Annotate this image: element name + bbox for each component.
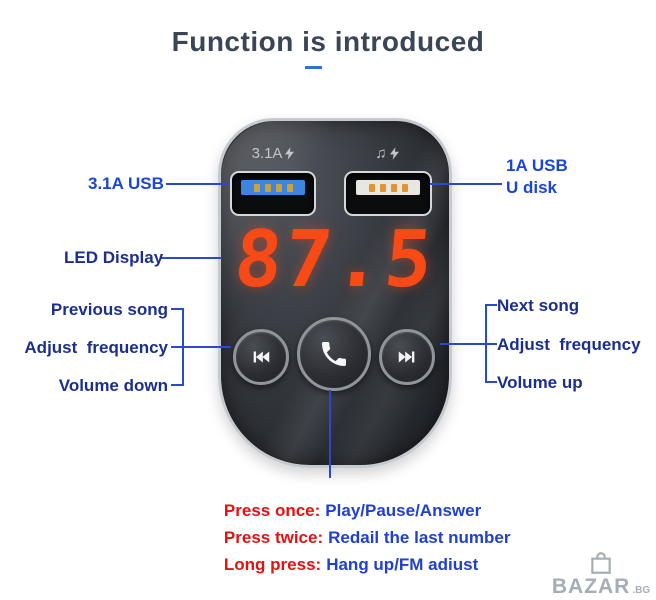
- usb-tongue-white: [356, 180, 420, 195]
- label-next-song: Next song: [497, 296, 580, 315]
- usb-pin: [390, 183, 397, 192]
- usb-pin: [253, 183, 260, 192]
- usb-port-3-1a: [230, 171, 316, 216]
- callout-tick-left-top: [171, 308, 184, 310]
- callout-line-left-usb: [166, 183, 230, 185]
- usb-pin: [401, 183, 408, 192]
- label-left-usb: 3.1A USB: [88, 174, 164, 193]
- watermark-brand: BAZAR: [551, 575, 631, 598]
- callout-line-right-usb: [430, 183, 502, 185]
- callout-bracket-left: [182, 308, 184, 386]
- phone-play-button: [297, 317, 371, 391]
- instruction-label: Press twice:: [223, 528, 324, 547]
- callout-line-led: [160, 257, 222, 259]
- instruction-text: Redail the last number: [328, 528, 511, 547]
- instruction-text: Play/Pause/Answer: [325, 501, 482, 520]
- usb-pin: [286, 183, 293, 192]
- instruction-press-twice: Press twice:Redail the last number: [205, 508, 511, 568]
- usb-pin: [368, 183, 375, 192]
- instruction-press-once: Press once:Play/Pause/Answer: [205, 481, 481, 541]
- title-underline: [305, 66, 322, 69]
- callout-line-right-button: [440, 343, 497, 345]
- fm-transmitter-device: 3.1A ♫: [218, 118, 452, 468]
- callout-bracket-right: [485, 304, 487, 383]
- next-track-button: [379, 329, 435, 385]
- page-title: Function is introduced: [171, 26, 485, 57]
- usb-pin: [275, 183, 282, 192]
- instruction-label: Long press:: [223, 555, 322, 574]
- label-previous-song: Previous song: [50, 300, 168, 319]
- next-icon: [398, 351, 415, 363]
- label-right-usb: 1A USB: [506, 156, 568, 175]
- left-port-caption-text: 3.1A: [251, 145, 283, 162]
- lightning-icon: [389, 147, 399, 160]
- instruction-long-press: Long press:Hang up/FM adiust: [205, 535, 478, 595]
- left-port-caption: 3.1A: [221, 145, 325, 162]
- label-u-disk: U disk: [506, 178, 558, 197]
- callout-tick-right-top: [485, 304, 497, 306]
- music-note-icon: ♫: [375, 145, 387, 162]
- bazar-bg-watermark: BAZAR .BG: [552, 551, 650, 597]
- callout-line-center-button: [329, 390, 331, 478]
- instruction-label: Press once:: [223, 501, 321, 520]
- watermark-suffix: .BG: [632, 585, 651, 596]
- usb-pin: [379, 183, 386, 192]
- callout-line-left-button: [171, 346, 231, 348]
- callout-tick-left-bottom: [171, 384, 184, 386]
- previous-icon: [253, 351, 270, 363]
- instruction-text: Hang up/FM adiust: [326, 555, 479, 574]
- label-volume-up: Volume up: [497, 373, 583, 392]
- led-frequency-display: 87.5: [231, 215, 439, 305]
- label-adjust-frequency-left: Adjust frequency: [24, 338, 168, 357]
- usb-port-1a: [344, 171, 432, 216]
- right-port-caption: ♫: [339, 145, 435, 162]
- usb-tongue-blue: [241, 180, 305, 195]
- label-adjust-frequency-right: Adjust frequency: [497, 335, 641, 354]
- usb-pin: [264, 183, 271, 192]
- lightning-icon: [285, 147, 295, 160]
- phone-icon: [322, 342, 346, 366]
- previous-track-button: [233, 329, 289, 385]
- shopping-bag-icon: [591, 552, 611, 574]
- label-volume-down: Volume down: [58, 376, 168, 395]
- callout-tick-right-bottom: [485, 381, 497, 383]
- label-led-display: LED Display: [64, 248, 164, 267]
